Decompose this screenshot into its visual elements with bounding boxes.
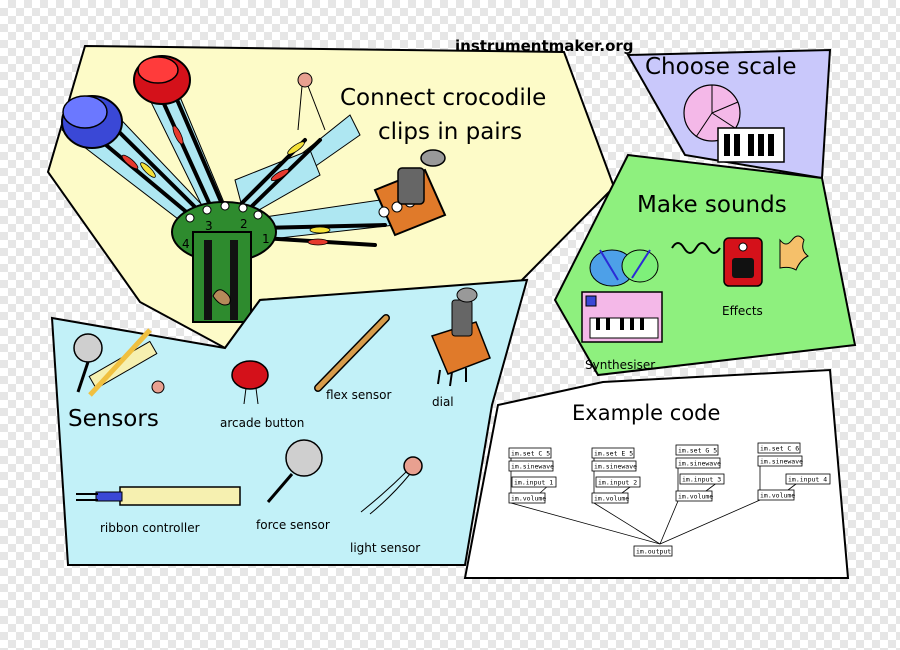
code-set-box: im.set E 5 — [594, 450, 633, 458]
light-sensor-icon — [360, 456, 423, 515]
site-label: instrumentmaker.org — [455, 37, 634, 55]
connect-title-line2: clips in pairs — [378, 119, 522, 145]
code-input-box: im.input 3 — [682, 476, 721, 484]
dial-label: dial — [432, 395, 454, 409]
scale-wheel-icon — [683, 84, 741, 142]
ldr-icon — [297, 72, 326, 131]
code-set-box: im.set C 5 — [511, 450, 550, 458]
effects-label: Effects — [722, 304, 763, 318]
pin-label: 1 — [262, 232, 270, 246]
code-volume-box: im.volume — [678, 493, 713, 501]
sensors-panel: Sensors arcade button flex sensor — [50, 278, 529, 566]
connect-panel: Connect crocodile clips in pairs — [46, 44, 616, 350]
arcade-button-icon — [231, 360, 269, 405]
scale-title: Choose scale — [645, 54, 797, 80]
pin-label: 3 — [205, 219, 213, 233]
force-sensor-label: force sensor — [256, 518, 330, 532]
code-panel: Example code im.set C 5 im.sinewave im.i… — [463, 368, 850, 579]
blue-arcade-button-icon — [61, 95, 123, 149]
arcade-button-label: arcade button — [220, 416, 304, 430]
sounds-panel: Make sounds Effects Synthesiser — [553, 153, 857, 377]
code-volume-box: im.volume — [760, 492, 795, 500]
sensor-cluster-icon — [73, 328, 165, 397]
code-input-box: im.input 4 — [788, 476, 827, 484]
sensors-title: Sensors — [68, 406, 159, 432]
connect-title-line1: Connect crocodile — [340, 85, 546, 111]
code-input-box: im.input 2 — [598, 479, 637, 487]
patch-diagram: im.set C 5 im.sinewave im.input 1 im.vol… — [508, 442, 831, 557]
ribbon-controller-label: ribbon controller — [100, 521, 200, 535]
synthesiser-icon — [581, 291, 663, 343]
dial-icon — [430, 287, 491, 387]
keyboard-icon — [717, 127, 785, 163]
scale-panel: Choose scale — [626, 48, 832, 180]
pin-label: 4 — [182, 237, 190, 251]
ribbon-controller-icon — [76, 486, 241, 506]
light-sensor-label: light sensor — [350, 541, 420, 555]
code-set-box: im.set G 5 — [678, 447, 717, 455]
code-volume-box: im.volume — [511, 495, 546, 503]
noise-icon — [779, 235, 809, 271]
code-osc-box: im.sinewave — [678, 460, 721, 468]
potentiometer-icon — [373, 149, 447, 237]
flex-sensor-icon — [314, 314, 390, 392]
code-panel-bg — [463, 368, 850, 579]
wave-icon — [671, 242, 721, 254]
synth-blobs-icon — [589, 249, 659, 287]
code-input-box: im.input 1 — [514, 479, 553, 487]
force-sensor-icon — [266, 439, 323, 503]
instrument-board-icon — [171, 201, 277, 323]
code-osc-box: im.sinewave — [511, 463, 554, 471]
code-osc-box: im.sinewave — [594, 463, 637, 471]
pin-label: 2 — [240, 217, 248, 231]
clip-colours — [121, 125, 331, 246]
effects-pedal-icon — [723, 237, 763, 287]
red-arcade-button-icon — [133, 55, 191, 105]
sounds-title: Make sounds — [637, 192, 787, 218]
code-title: Example code — [572, 401, 720, 425]
code-volume-box: im.volume — [594, 495, 629, 503]
pin-labels: 4 3 2 1 — [182, 217, 270, 251]
code-output-box: im.output — [636, 548, 671, 556]
flex-sensor-label: flex sensor — [326, 388, 391, 402]
synth-label: Synthesiser — [585, 358, 655, 372]
code-osc-box: im.sinewave — [760, 458, 803, 466]
code-set-box: im.set C 6 — [760, 445, 799, 453]
